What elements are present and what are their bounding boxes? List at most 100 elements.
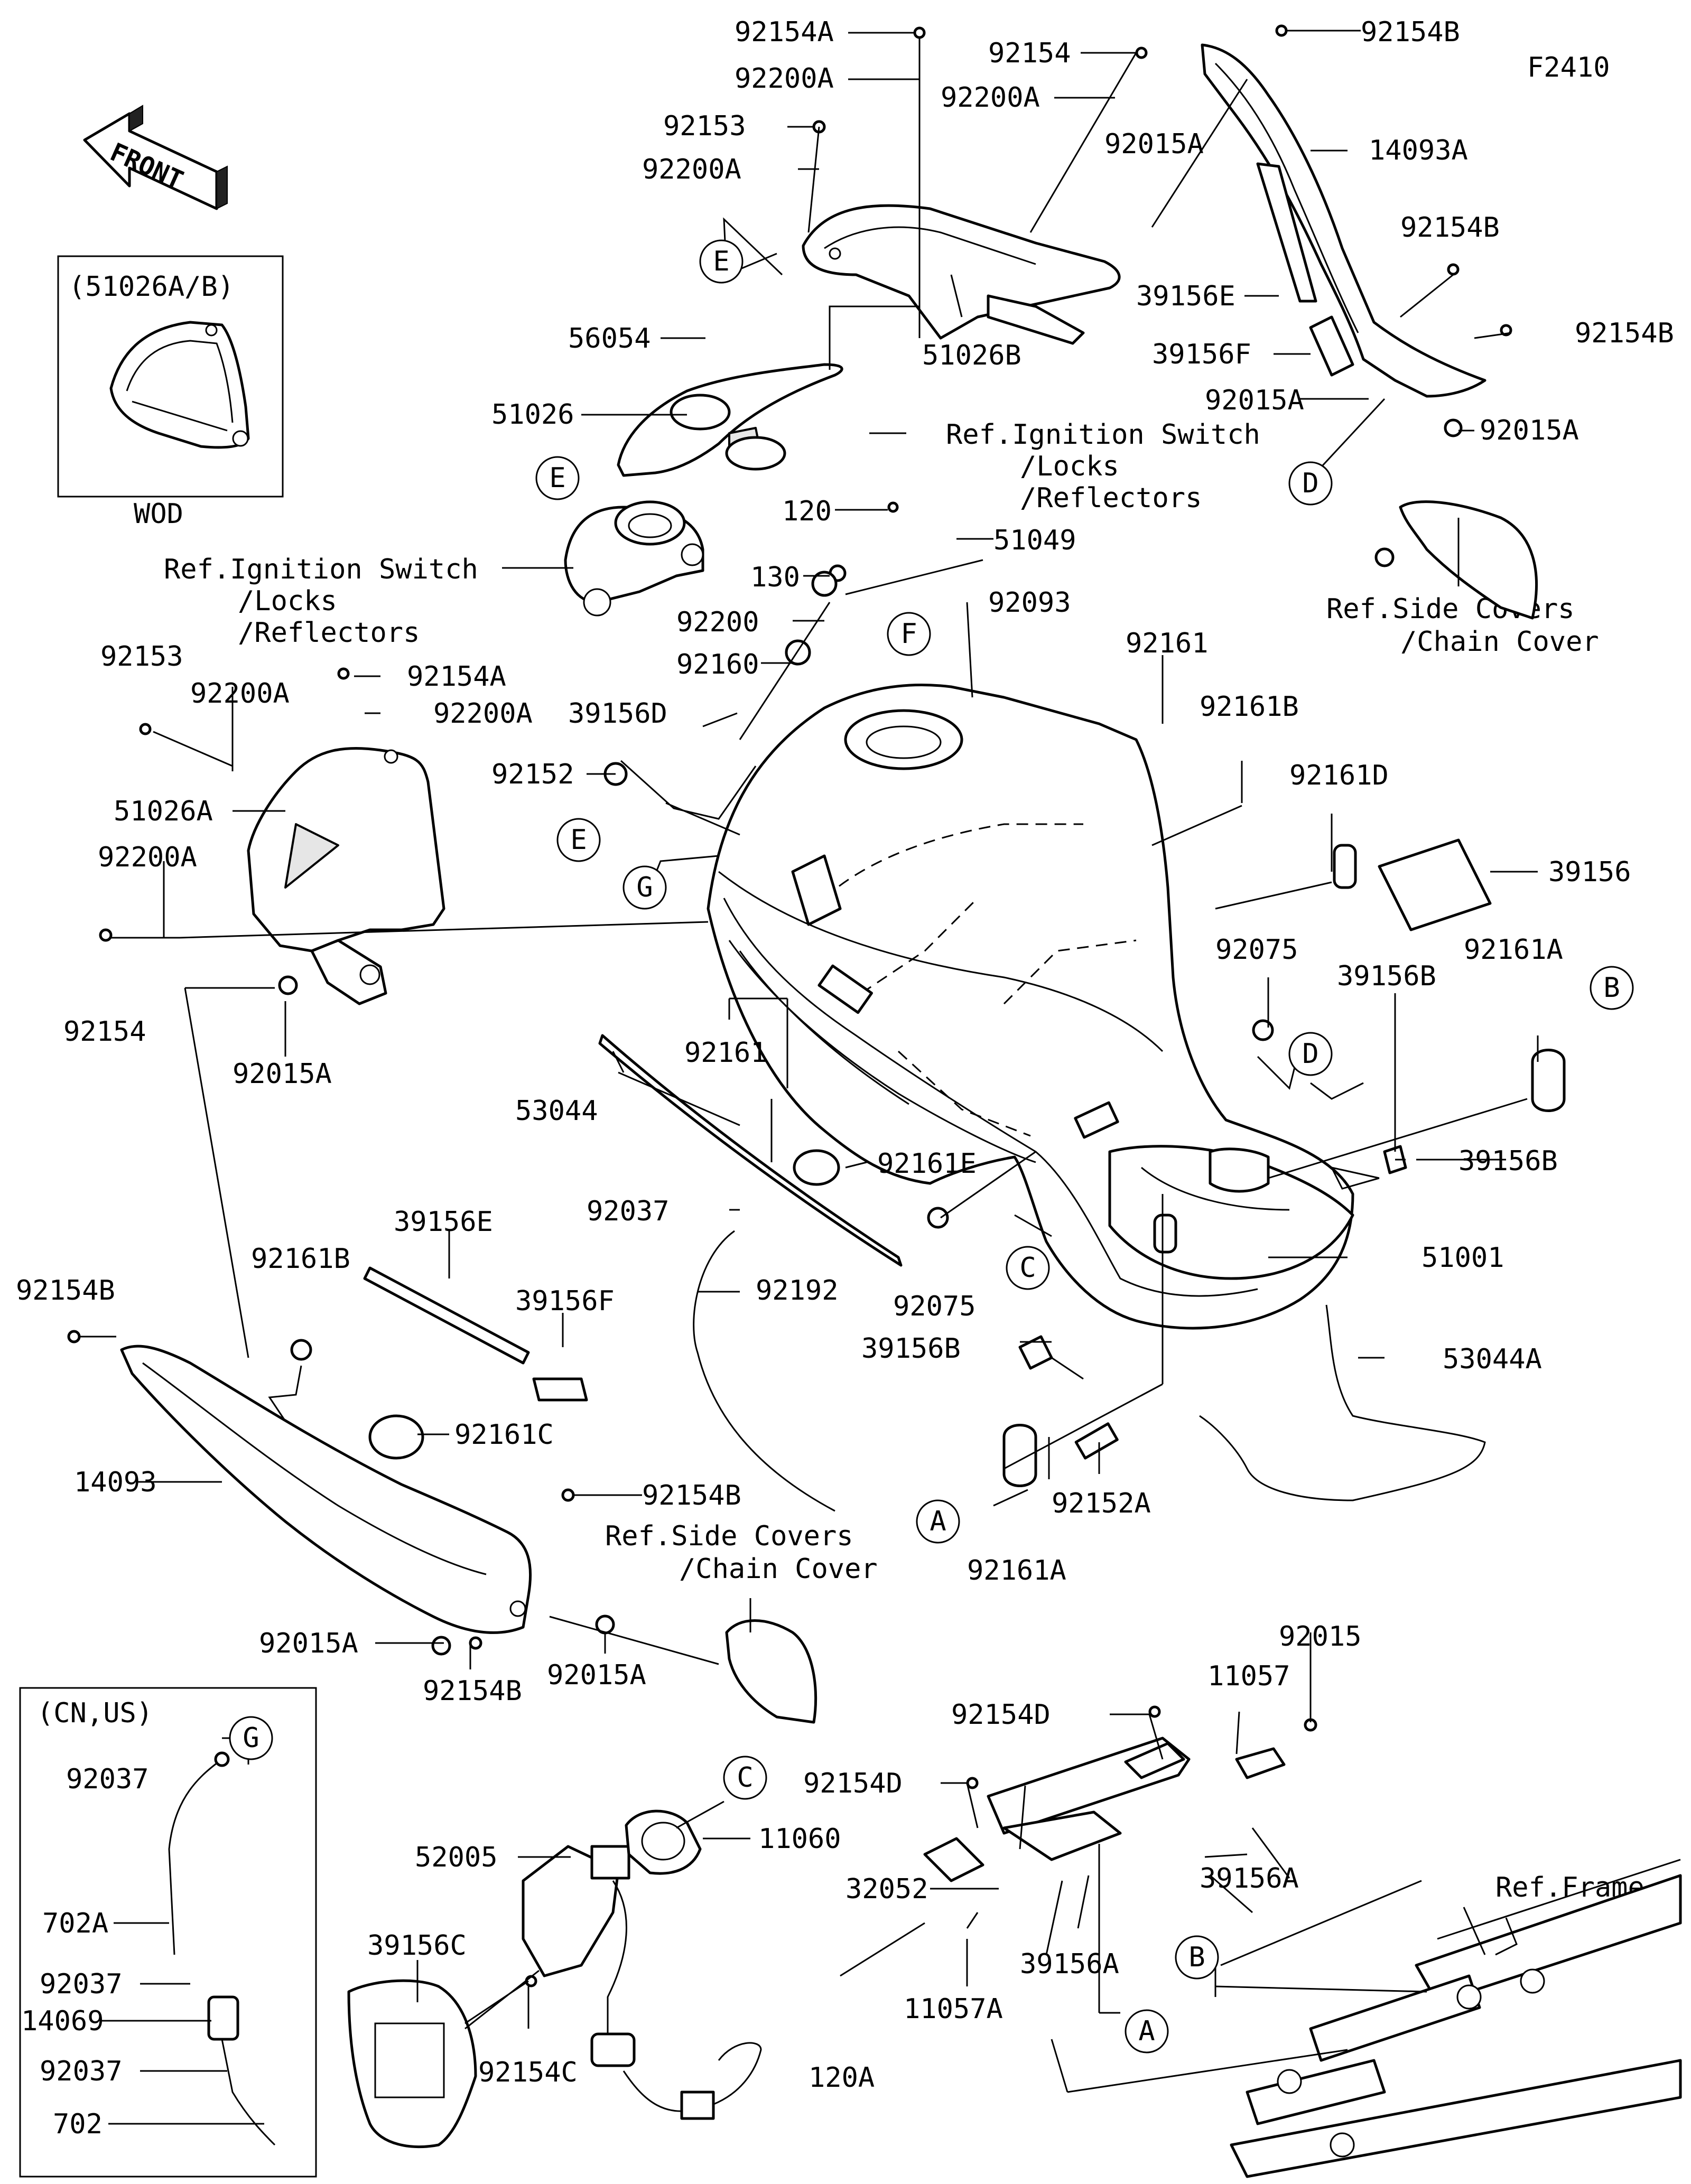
part-label: 14093 xyxy=(74,1467,157,1498)
part-label: 92200A xyxy=(642,154,741,185)
part-label: 92161C xyxy=(454,1419,554,1451)
part-label: 92200A xyxy=(941,82,1040,114)
ref-ignition-left-line1: Ref.Ignition Switch xyxy=(164,554,478,585)
callout-f-upper: E xyxy=(699,239,744,284)
part-label: 92015A xyxy=(547,1659,646,1691)
callout-f-mid: F xyxy=(887,612,931,656)
part-label: 39156 xyxy=(1548,856,1631,888)
hose-92192 xyxy=(693,1230,835,1512)
part-label: 92154B xyxy=(423,1675,522,1707)
part-label: 702 xyxy=(53,2108,103,2140)
side-cover-51026a xyxy=(247,746,445,1005)
svg-text:B: B xyxy=(1188,1942,1205,1973)
part-label: 92154 xyxy=(63,1016,146,1048)
part-label: 92153 xyxy=(100,641,183,673)
part-label: 120A xyxy=(809,2062,875,2094)
pad-39156f-lower xyxy=(532,1377,588,1402)
svg-text:D: D xyxy=(1302,468,1318,499)
part-label: 51026 xyxy=(491,399,574,431)
part-label: 92154A xyxy=(407,661,506,693)
part-label: 130 xyxy=(750,562,800,593)
ignition-housing xyxy=(564,500,704,617)
part-label: 92200A xyxy=(433,698,533,730)
ref-ignition-left: Ref.Ignition Switch /Locks /Reflectors xyxy=(164,554,478,649)
part-label: 39156B xyxy=(861,1333,961,1365)
callout-g-inset: G xyxy=(229,1716,273,1760)
callout-e-upper: E xyxy=(535,456,580,500)
part-label: 92015 xyxy=(1279,1621,1362,1653)
svg-text:G: G xyxy=(636,872,653,903)
bracket-assembly xyxy=(840,1737,1286,1977)
ref-side-covers-mid: Ref.Side Covers /Chain Cover xyxy=(605,1520,878,1585)
cnus-inset: (CN,US) xyxy=(19,1687,317,2178)
hose-53044 xyxy=(598,1034,903,1267)
leader-lines xyxy=(79,30,1539,2125)
bracket-39156c xyxy=(347,1979,477,2149)
svg-text:E: E xyxy=(570,824,587,856)
chain-cover-ref-right xyxy=(1399,500,1538,620)
part-label: 92200A xyxy=(98,842,197,873)
part-label: 92161A xyxy=(967,1555,1066,1586)
part-label: 92161D xyxy=(1289,760,1389,791)
part-label: 39156E xyxy=(1136,281,1235,312)
wod-inset: (51026A/B) WOD xyxy=(57,255,284,530)
part-label: 92161A xyxy=(1464,934,1563,966)
ref-ignition-top: Ref.Ignition Switch /Locks /Reflectors xyxy=(946,419,1260,514)
svg-text:A: A xyxy=(930,1506,946,1537)
part-label: 92037 xyxy=(40,1968,123,2000)
part-label: 92154B xyxy=(1400,212,1500,244)
part-label: 92154D xyxy=(951,1699,1051,1731)
part-label: 39156B xyxy=(1458,1145,1558,1177)
callout-d-upper: D xyxy=(1288,461,1333,506)
part-label: 92154C xyxy=(478,2057,578,2088)
part-label: 39156F xyxy=(515,1285,615,1317)
part-label: 92161 xyxy=(1126,628,1209,659)
svg-text:D: D xyxy=(1302,1038,1318,1070)
part-label: 92015A xyxy=(259,1628,358,1659)
part-label: 39156A xyxy=(1200,1863,1299,1894)
part-label: 92154B xyxy=(1361,16,1460,48)
ref-ignition-left-line2: /Locks xyxy=(238,585,337,617)
part-label: 92015A xyxy=(1205,385,1304,416)
part-label: 92200 xyxy=(676,606,759,638)
part-label: 51049 xyxy=(993,525,1076,556)
chain-cover-ref-mid xyxy=(725,1619,817,1724)
fuel-pump-assembly xyxy=(522,1845,762,2120)
part-label: 92015A xyxy=(1104,128,1204,160)
part-label: 39156A xyxy=(1020,1948,1119,1980)
part-label: 92153 xyxy=(663,110,746,142)
part-label: 39156E xyxy=(394,1206,493,1238)
part-label: 53044A xyxy=(1443,1343,1542,1375)
frame-ref xyxy=(1230,1859,1682,2178)
part-label: 56054 xyxy=(568,323,651,354)
part-label: 120 xyxy=(782,496,832,527)
part-label: 51001 xyxy=(1421,1242,1504,1274)
part-label: 11057A xyxy=(904,1993,1003,2025)
part-labels: 92154A 92200A 92154 92200A 92154B 92153 … xyxy=(16,16,1674,2140)
part-label: 11057 xyxy=(1207,1660,1290,1692)
callout-b-upper: B xyxy=(1590,966,1634,1010)
part-label: 702A xyxy=(42,1908,108,1939)
part-label: 92160 xyxy=(676,649,759,680)
callout-g-mid: G xyxy=(622,865,667,910)
svg-text:G: G xyxy=(243,1722,259,1754)
ref-ignition-top-line3: /Reflectors xyxy=(1020,482,1202,514)
ref-side-covers-mid-line1: Ref.Side Covers xyxy=(605,1520,853,1552)
callout-e-mid: E xyxy=(556,818,601,862)
fuel-tank xyxy=(707,683,1354,1330)
ref-side-covers-right-line2: /Chain Cover xyxy=(1400,626,1599,658)
callout-d-mid: D xyxy=(1288,1032,1333,1076)
part-label: 92154D xyxy=(803,1768,903,1799)
part-label: 92154B xyxy=(1575,318,1674,349)
strip-39156e-lower xyxy=(363,1266,530,1365)
part-label: 14093A xyxy=(1369,135,1468,166)
cnus-hose-assembly xyxy=(168,1751,276,2146)
side-panel-14093a xyxy=(1201,43,1486,398)
part-label: 92015A xyxy=(233,1058,332,1090)
cover-51026b xyxy=(802,204,1121,345)
callout-a-mid: A xyxy=(916,1499,960,1544)
part-label: 51026B xyxy=(922,340,1021,371)
part-label: 32052 xyxy=(846,1873,928,1905)
svg-text:C: C xyxy=(1019,1252,1036,1284)
